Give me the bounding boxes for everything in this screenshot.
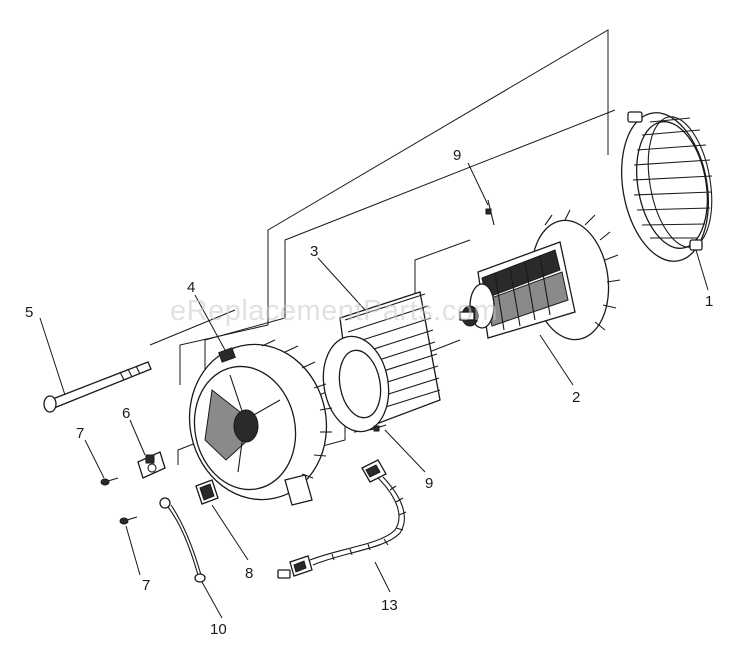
part-6-brush-holder (137, 451, 166, 479)
callout-5: 5 (25, 304, 33, 321)
callout-leaders (39, 162, 709, 619)
part-13-wire-harness (277, 459, 407, 579)
callout-6: 6 (122, 405, 130, 422)
callout-1: 1 (705, 293, 713, 310)
part-1-end-cover (620, 111, 713, 262)
part-3-stator (322, 291, 441, 433)
part-10-ground-wire (159, 497, 206, 583)
callout-labels: 1 2 3 4 5 6 7 7 8 9 9 10 13 (25, 147, 713, 638)
part-9-pin-upper (485, 199, 495, 226)
part-7-screw-lower (119, 516, 138, 525)
watermark-text: eReplacementParts.com (170, 295, 498, 327)
callout-9-upper: 9 (453, 147, 461, 164)
callout-13: 13 (381, 597, 398, 614)
part-9-pin-lower (369, 424, 387, 432)
part-5-through-bolt (43, 361, 152, 413)
callout-8: 8 (245, 565, 253, 582)
callout-7-upper: 7 (76, 425, 84, 442)
callout-4: 4 (187, 279, 195, 296)
part-2-rotor (459, 209, 621, 341)
part-8-rectifier (195, 479, 219, 505)
callout-10: 10 (210, 621, 227, 638)
callout-2: 2 (572, 389, 580, 406)
callout-7-lower: 7 (142, 577, 150, 594)
part-7-screw-upper (100, 477, 119, 486)
callout-3: 3 (310, 243, 318, 260)
callout-9-lower: 9 (425, 475, 433, 492)
part-4-front-bracket (188, 339, 333, 506)
